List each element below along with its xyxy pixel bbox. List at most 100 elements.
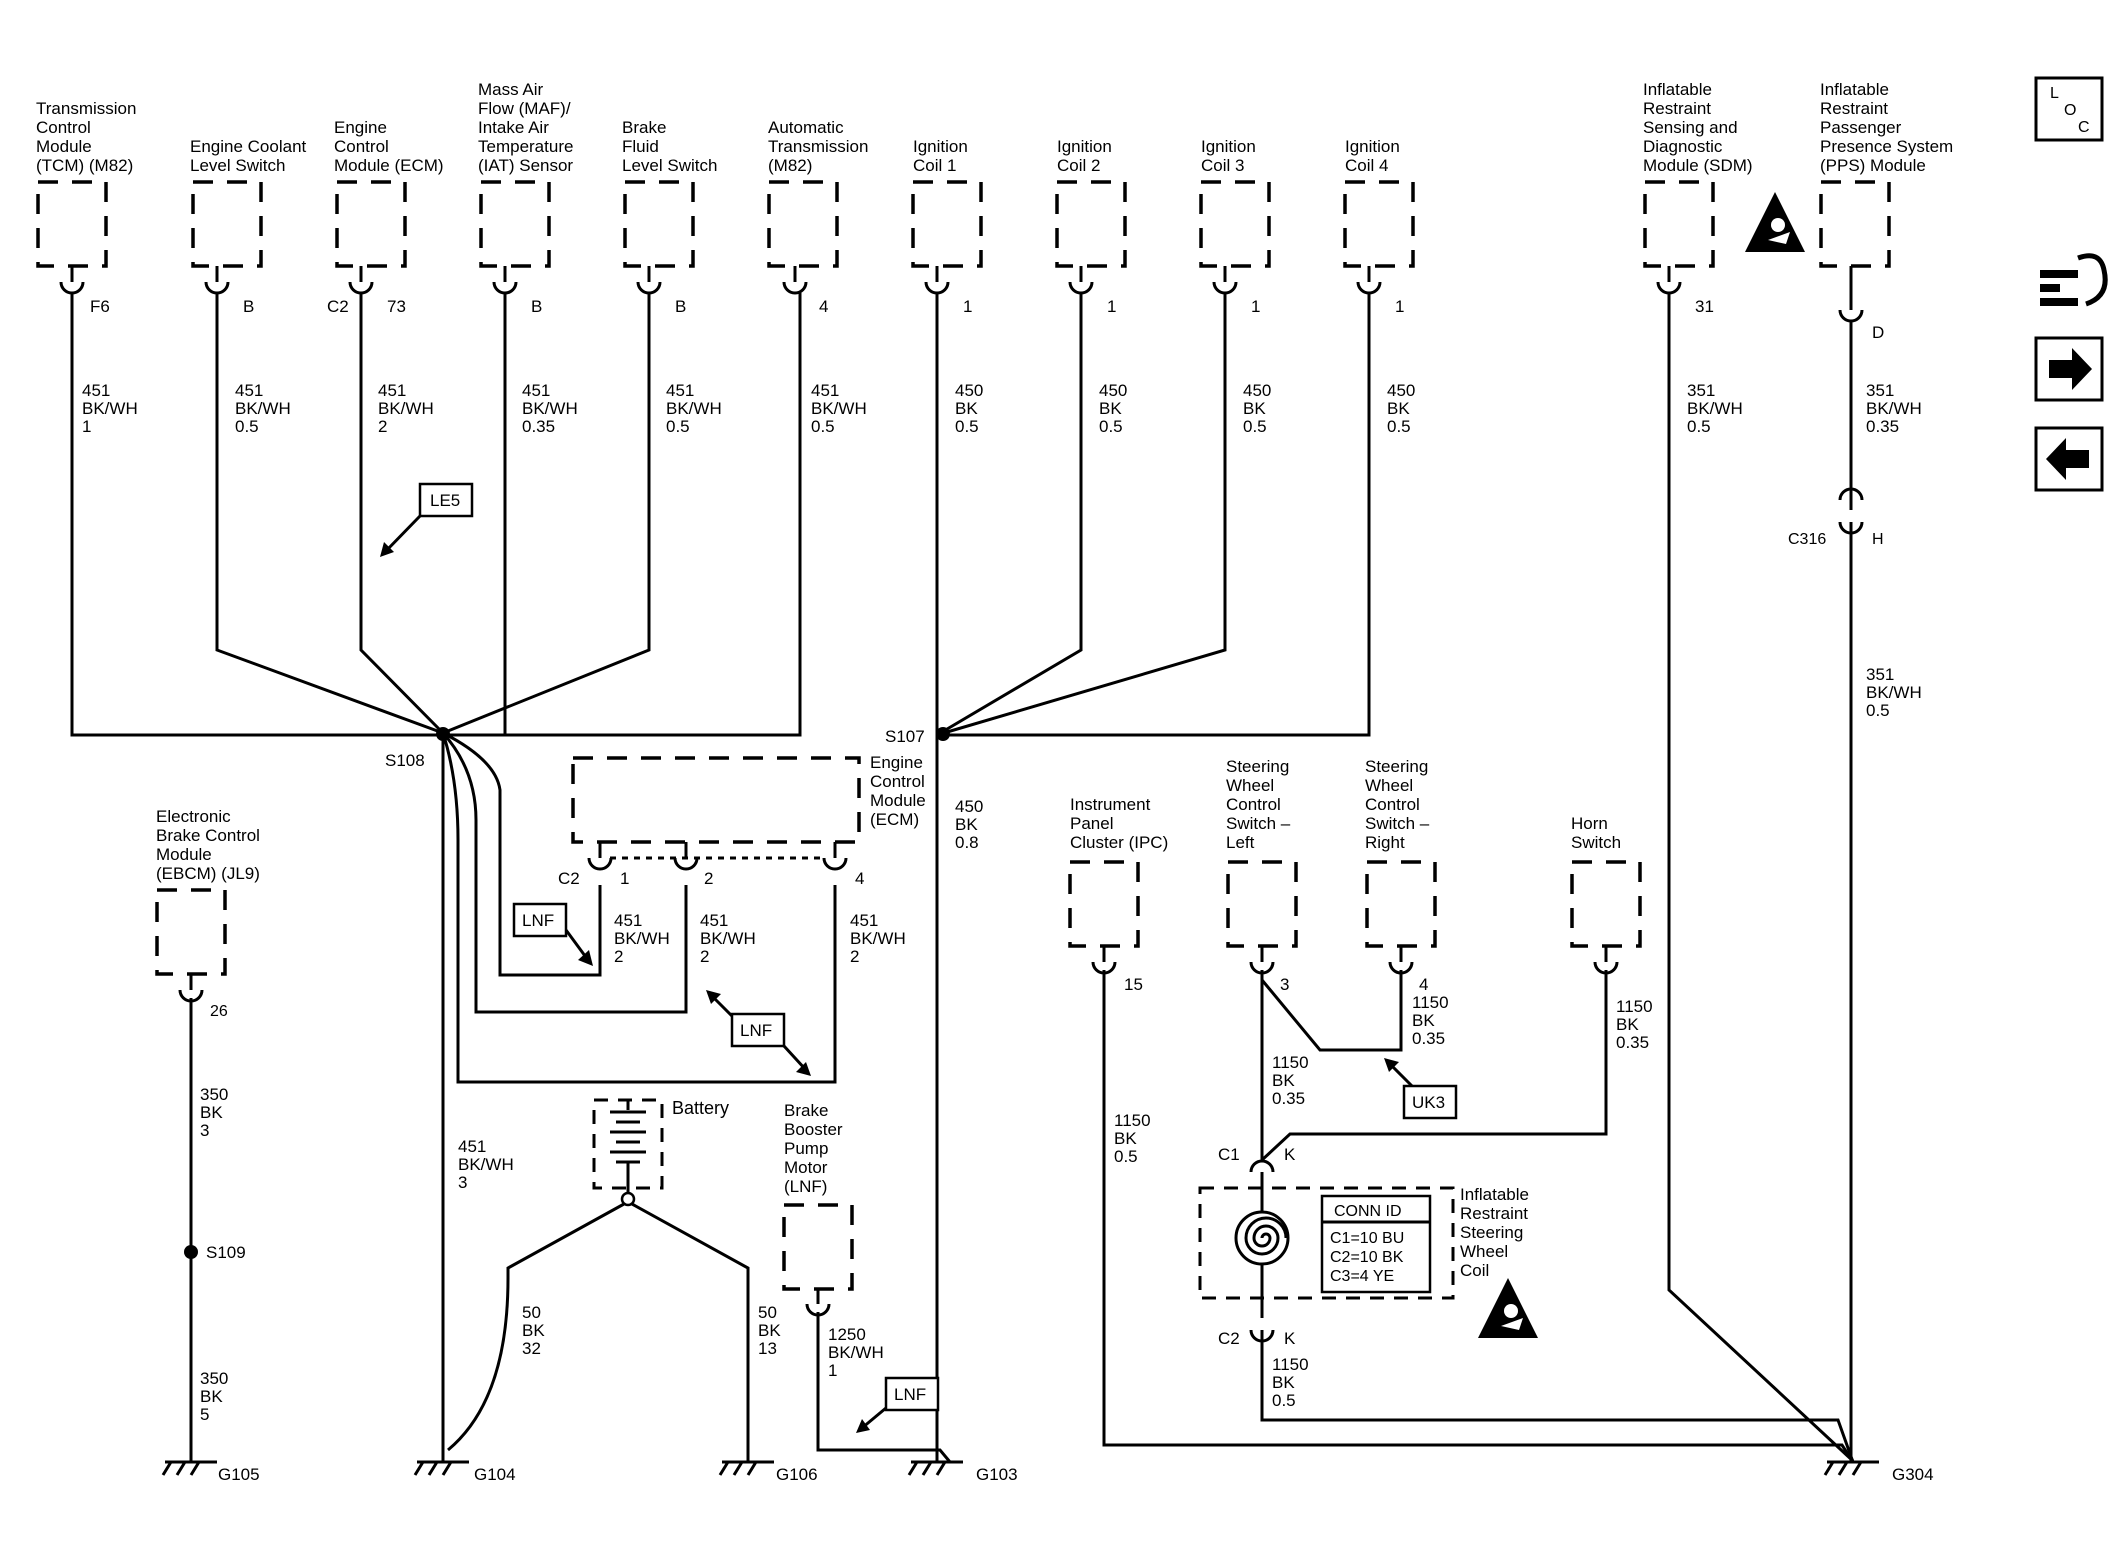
svg-text:Ignition: Ignition: [1201, 137, 1256, 156]
svg-text:LNF: LNF: [522, 911, 554, 930]
ground-labels: G105 G104 G106 G103 G304: [218, 1465, 1934, 1484]
wires-g304: [1667, 293, 1864, 1463]
svg-text:451: 451: [235, 381, 263, 400]
svg-text:Coil 2: Coil 2: [1057, 156, 1100, 175]
battery-label: Battery: [672, 1098, 729, 1118]
splice-s108-label: S108: [385, 751, 425, 770]
svg-text:Steering: Steering: [1226, 757, 1289, 776]
svg-text:0.5: 0.5: [1866, 701, 1890, 720]
svg-text:1: 1: [1395, 297, 1404, 316]
svg-text:451: 451: [614, 911, 642, 930]
svg-text:Module: Module: [870, 791, 926, 810]
svg-text:BK/WH: BK/WH: [828, 1343, 884, 1362]
tag-lnf-2: LNF: [706, 990, 811, 1076]
ebcm-box: [155, 888, 227, 976]
label-ebcm: Electronic Brake Control Module (EBCM) (…: [156, 807, 260, 883]
label-sdm: Inflatable Restraint Sensing and Diagnos…: [1643, 80, 1753, 175]
svg-text:C1=10 BU: C1=10 BU: [1330, 1230, 1404, 1247]
svg-text:451: 451: [666, 381, 694, 400]
svg-text:451: 451: [850, 911, 878, 930]
svg-text:451: 451: [378, 381, 406, 400]
svg-text:451: 451: [522, 381, 550, 400]
svg-text:Intake Air: Intake Air: [478, 118, 549, 137]
svg-text:2: 2: [850, 947, 859, 966]
svg-text:Electronic: Electronic: [156, 807, 231, 826]
svg-text:Brake: Brake: [784, 1101, 828, 1120]
svg-text:Control: Control: [870, 772, 925, 791]
svg-text:C2: C2: [327, 297, 349, 316]
label-engine-coolant-level-switch: Engine Coolant Level Switch: [190, 137, 307, 175]
top-component-boxes: [36, 180, 1891, 268]
svg-text:Module: Module: [36, 137, 92, 156]
splice-s107-dot: [936, 727, 950, 741]
svg-text:32: 32: [522, 1339, 541, 1358]
svg-text:Pump: Pump: [784, 1139, 828, 1158]
airbag-warning-icon-coil: [1478, 1278, 1538, 1338]
svg-text:B: B: [531, 297, 542, 316]
svg-text:0.5: 0.5: [811, 417, 835, 436]
next-page-button[interactable]: arrow-right-icon: [2034, 336, 2104, 402]
battery-symbol: [447, 1098, 750, 1462]
tag-le5: LE5: [380, 482, 474, 557]
svg-text:BK/WH: BK/WH: [82, 399, 138, 418]
svg-text:C2=10 BK: C2=10 BK: [1330, 1249, 1404, 1266]
svg-text:UK3: UK3: [1412, 1093, 1445, 1112]
label-steering-left: Steering Wheel Control Switch – Left: [1226, 757, 1291, 852]
ecm-mid-pins: C2 1 2 4: [558, 869, 864, 888]
svg-text:1250: 1250: [828, 1325, 866, 1344]
svg-text:451: 451: [811, 381, 839, 400]
ground-symbols: [161, 1460, 1879, 1476]
svg-text:C3=4 YE: C3=4 YE: [1330, 1268, 1394, 1285]
svg-text:Level Switch: Level Switch: [190, 156, 285, 175]
svg-text:BK: BK: [955, 399, 978, 418]
svg-text:BK: BK: [1412, 1011, 1435, 1030]
previous-page-button[interactable]: [2034, 426, 2104, 492]
svg-text:1: 1: [828, 1361, 837, 1380]
svg-text:3: 3: [1280, 975, 1289, 994]
svg-text:0.5: 0.5: [666, 417, 690, 436]
label-automatic-transmission: Automatic Transmission (M82): [768, 118, 868, 175]
svg-text:0.35: 0.35: [1272, 1089, 1305, 1108]
svg-text:BK: BK: [522, 1321, 545, 1340]
bbpm-box: [782, 1203, 854, 1291]
svg-text:Switch: Switch: [1571, 833, 1621, 852]
svg-text:Level Switch: Level Switch: [622, 156, 717, 175]
svg-text:Inflatable: Inflatable: [1643, 80, 1712, 99]
svg-text:BK/WH: BK/WH: [235, 399, 291, 418]
svg-text:1: 1: [1107, 297, 1116, 316]
svg-text:Flow (MAF)/: Flow (MAF)/: [478, 99, 571, 118]
svg-text:Mass Air: Mass Air: [478, 80, 544, 99]
svg-text:(M82): (M82): [768, 156, 812, 175]
splice-s109-dot: [184, 1245, 198, 1259]
svg-text:C: C: [2078, 119, 2090, 136]
svg-text:Engine: Engine: [870, 753, 923, 772]
wires-s107-group: [935, 293, 1371, 1462]
svg-text:BK: BK: [200, 1103, 223, 1122]
label-ignition-coil-2: Ignition Coil 2: [1057, 137, 1112, 175]
svg-text:Sensing and: Sensing and: [1643, 118, 1738, 137]
top-connector-terminals: [59, 266, 1864, 323]
svg-text:Inflatable: Inflatable: [1820, 80, 1889, 99]
svg-text:0.5: 0.5: [1387, 417, 1411, 436]
label-ignition-coil-4: Ignition Coil 4: [1345, 137, 1400, 175]
svg-text:Module: Module: [156, 845, 212, 864]
svg-text:Restraint: Restraint: [1460, 1204, 1528, 1223]
svg-text:Restraint: Restraint: [1643, 99, 1711, 118]
svg-text:1: 1: [620, 869, 629, 888]
svg-text:LNF: LNF: [740, 1021, 772, 1040]
pin-c316-h: H: [1872, 531, 1884, 548]
svg-text:451: 451: [82, 381, 110, 400]
c1-terminal: [1249, 1159, 1275, 1173]
svg-text:Brake Control: Brake Control: [156, 826, 260, 845]
svg-text:K: K: [1284, 1329, 1296, 1348]
loc-button[interactable]: L O C: [2034, 76, 2104, 142]
c2-terminal: [1249, 1329, 1275, 1343]
svg-text:O: O: [2064, 102, 2076, 119]
svg-text:(EBCM) (JL9): (EBCM) (JL9): [156, 864, 260, 883]
pin-ebcm: 26: [210, 1003, 228, 1020]
svg-text:F6: F6: [90, 297, 110, 316]
svg-text:BK/WH: BK/WH: [1687, 399, 1743, 418]
connector-view-icon[interactable]: [2040, 253, 2108, 307]
